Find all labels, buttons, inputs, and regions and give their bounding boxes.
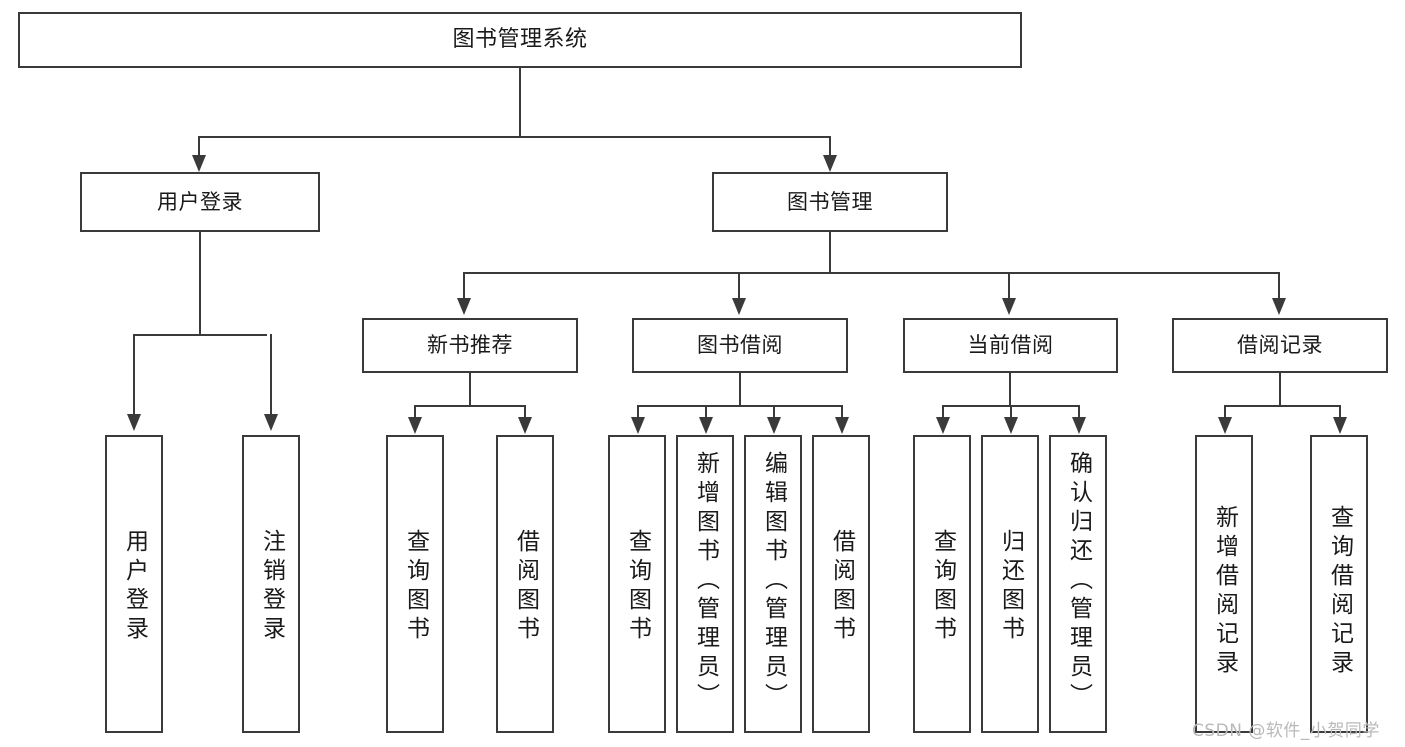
arrowhead-borrow-leaf-4 [835,417,849,434]
leaf-borrow-borrow-book[interactable]: 借阅图书 [812,435,870,733]
node-label: 借阅图书 [512,529,539,645]
connector-record-bus [1224,405,1340,408]
arrowhead-bookmgmt-newbook [457,298,471,315]
arrowhead-current-leaf-2 [1004,417,1018,434]
arrowhead-record-leaf-1 [1218,417,1232,434]
leaf-record-add-record[interactable]: 新增借阅记录 [1195,435,1253,733]
arrowhead-login-leaf-1 [127,414,141,431]
leaf-borrow-edit-book-admin[interactable]: 编辑图书（管理员） [744,435,802,733]
connector-login-to-leaf-1 [133,334,136,416]
leaf-borrow-query-book[interactable]: 查询图书 [608,435,666,733]
node-label: 归还图书 [997,529,1024,645]
node-new-book-recommend[interactable]: 新书推荐 [362,318,578,373]
connector-root-stem [519,68,522,138]
node-label: 查询图书 [624,529,651,645]
node-label: 新书推荐 [427,333,513,358]
connector-bookmgmt-bus [463,272,1280,275]
connector-bookmgmt-to-borrow [738,272,741,300]
node-label: 用户登录 [121,529,148,645]
connector-record-leaf-2 [1339,405,1342,419]
node-book-borrow[interactable]: 图书借阅 [632,318,848,373]
leaf-newbook-borrow-book[interactable]: 借阅图书 [496,435,554,733]
node-label: 图书管理系统 [452,27,588,53]
connector-bookmgmt-stem [829,232,832,274]
node-label: 当前借阅 [967,333,1054,358]
connector-login-stem [199,232,202,336]
leaf-user-login[interactable]: 用户登录 [105,435,163,733]
connector-login-to-leaf-2 [270,334,273,416]
connector-borrow-bus [637,405,841,408]
arrowhead-bookmgmt-record [1272,298,1286,315]
arrowhead-root-to-login [192,155,206,172]
connector-root-bus [198,136,831,139]
arrowhead-newbook-leaf-1 [408,417,422,434]
leaf-current-confirm-return-admin[interactable]: 确认归还（管理员） [1049,435,1107,733]
arrowhead-borrow-leaf-3 [767,417,781,434]
leaf-record-query-record[interactable]: 查询借阅记录 [1310,435,1368,733]
node-label: 图书借阅 [697,333,783,358]
connector-borrow-stem [739,373,742,407]
node-label: 用户登录 [157,189,243,214]
node-label: 查询借阅记录 [1326,505,1353,679]
node-label: 查询图书 [402,529,429,645]
node-label: 借阅记录 [1237,333,1323,358]
node-root-system[interactable]: 图书管理系统 [18,12,1022,68]
connector-current-leaf-2 [1010,405,1013,419]
connector-login-bus [133,334,267,337]
connector-borrow-leaf-2 [705,405,708,419]
connector-current-leaf-3 [1078,405,1081,419]
arrowhead-root-to-bookmgmt [823,155,837,172]
connector-bookmgmt-to-current [1008,272,1011,300]
connector-newbook-stem [469,373,472,407]
leaf-newbook-query-book[interactable]: 查询图书 [386,435,444,733]
leaf-current-return-book[interactable]: 归还图书 [981,435,1039,733]
connector-borrow-leaf-4 [841,405,844,419]
connector-newbook-leaf-2 [524,405,527,419]
leaf-current-query-book[interactable]: 查询图书 [913,435,971,733]
connector-root-to-bookmgmt [829,136,832,158]
connector-current-leaf-1 [942,405,945,419]
connector-borrow-leaf-3 [773,405,776,419]
node-user-login[interactable]: 用户登录 [80,172,320,232]
connector-root-to-login [198,136,201,158]
arrowhead-record-leaf-2 [1333,417,1347,434]
arrowhead-bookmgmt-current [1002,298,1016,315]
node-label: 新增图书（管理员） [692,451,719,712]
arrowhead-borrow-leaf-2 [699,417,713,434]
node-book-management[interactable]: 图书管理 [712,172,948,232]
node-label: 注销登录 [258,529,285,645]
node-label: 编辑图书（管理员） [760,451,787,712]
node-label: 图书管理 [787,189,873,214]
connector-borrow-leaf-1 [637,405,640,419]
leaf-logout[interactable]: 注销登录 [242,435,300,733]
connector-newbook-leaf-1 [414,405,417,419]
node-label: 查询图书 [929,529,956,645]
node-current-borrow[interactable]: 当前借阅 [903,318,1118,373]
connector-newbook-bus [414,405,524,408]
leaf-borrow-add-book-admin[interactable]: 新增图书（管理员） [676,435,734,733]
arrowhead-current-leaf-3 [1072,417,1086,434]
node-label: 新增借阅记录 [1211,505,1238,679]
arrowhead-current-leaf-1 [936,417,950,434]
node-borrow-record[interactable]: 借阅记录 [1172,318,1388,373]
connector-bookmgmt-to-record [1278,272,1281,300]
connector-current-stem [1009,373,1012,407]
connector-record-stem [1279,373,1282,407]
node-label: 确认归还（管理员） [1065,451,1092,712]
node-label: 借阅图书 [828,529,855,645]
arrowhead-newbook-leaf-2 [518,417,532,434]
connector-bookmgmt-to-newbook [463,272,466,300]
arrowhead-login-leaf-2 [264,414,278,431]
connector-record-leaf-1 [1224,405,1227,419]
arrowhead-bookmgmt-borrow [732,298,746,315]
arrowhead-borrow-leaf-1 [631,417,645,434]
